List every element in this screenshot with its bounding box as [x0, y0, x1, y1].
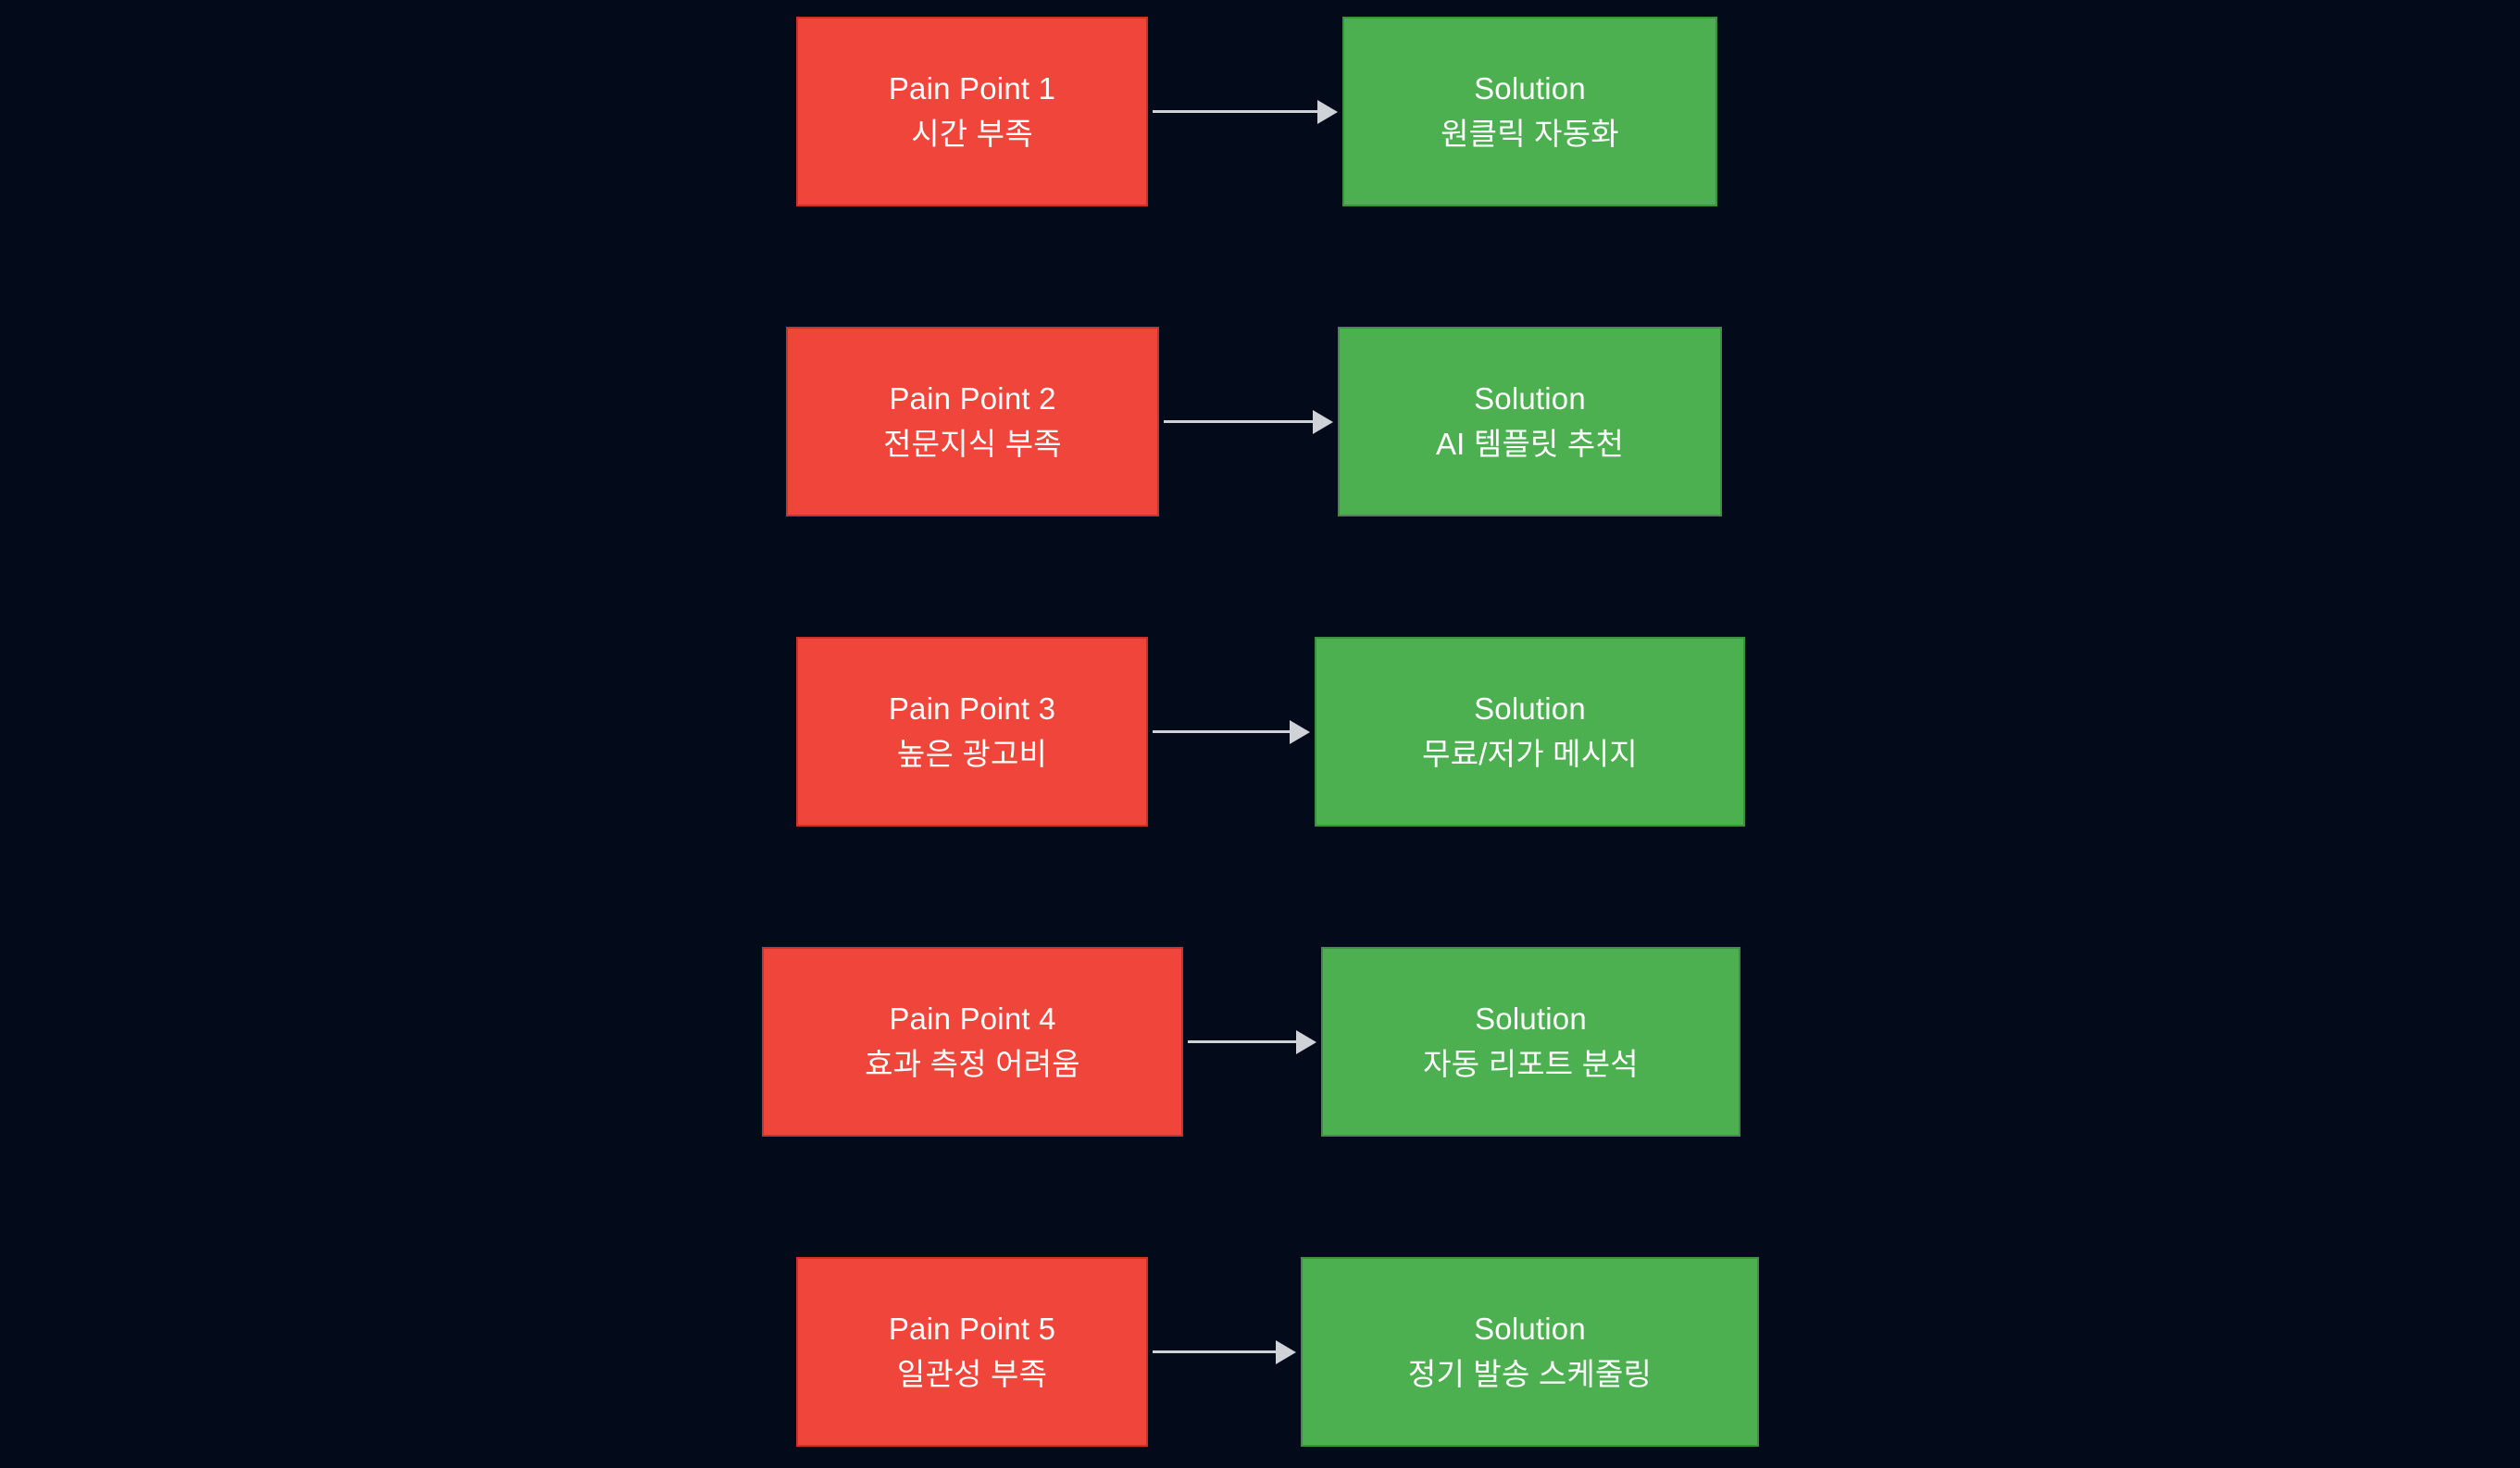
- flow-arrow-3: [1153, 720, 1310, 744]
- flow-arrow-5: [1153, 1340, 1296, 1364]
- solution-node-4[interactable]: Solution 자동 리포트 분석: [1321, 947, 1740, 1137]
- solution-title: Solution: [1474, 1312, 1586, 1347]
- flow-arrow-2: [1164, 410, 1333, 434]
- pain-point-node-5[interactable]: Pain Point 5 일관성 부족: [796, 1257, 1148, 1447]
- solution-detail: AI 템플릿 추천: [1435, 426, 1625, 461]
- flow-arrow-4: [1188, 1030, 1316, 1054]
- pain-solution-row: Pain Point 1 시간 부족 Solution 원클릭 자동화: [0, 17, 2520, 211]
- arrow-head-icon: [1296, 1030, 1316, 1054]
- arrow-shaft: [1164, 420, 1315, 423]
- pain-point-node-3[interactable]: Pain Point 3 높은 광고비: [796, 637, 1148, 827]
- solution-detail: 자동 리포트 분석: [1423, 1046, 1639, 1081]
- pain-point-title: Pain Point 1: [888, 71, 1056, 106]
- arrow-head-icon: [1317, 100, 1338, 124]
- pain-solution-row: Pain Point 3 높은 광고비 Solution 무료/저가 메시지: [0, 637, 2520, 831]
- pain-point-node-1[interactable]: Pain Point 1 시간 부족: [796, 17, 1148, 206]
- pain-point-title: Pain Point 4: [889, 1001, 1056, 1037]
- solution-title: Solution: [1475, 1001, 1587, 1037]
- pain-point-title: Pain Point 5: [888, 1312, 1056, 1347]
- arrow-head-icon: [1313, 410, 1333, 434]
- solution-detail: 정기 발송 스케줄링: [1407, 1356, 1653, 1391]
- solution-title: Solution: [1474, 71, 1586, 106]
- flow-arrow-1: [1153, 100, 1338, 124]
- arrow-head-icon: [1276, 1340, 1296, 1364]
- pain-solution-row: Pain Point 2 전문지식 부족 Solution AI 템플릿 추천: [0, 327, 2520, 521]
- solution-node-3[interactable]: Solution 무료/저가 메시지: [1315, 637, 1745, 827]
- pain-point-title: Pain Point 2: [889, 381, 1056, 417]
- solution-node-1[interactable]: Solution 원클릭 자동화: [1342, 17, 1717, 206]
- solution-detail: 무료/저가 메시지: [1422, 736, 1638, 771]
- arrow-shaft: [1153, 730, 1291, 733]
- pain-point-node-4[interactable]: Pain Point 4 효과 측정 어려움: [762, 947, 1183, 1137]
- pain-point-detail: 시간 부족: [911, 116, 1033, 151]
- pain-point-detail: 일관성 부족: [896, 1356, 1048, 1391]
- solution-title: Solution: [1474, 381, 1586, 417]
- pain-point-title: Pain Point 3: [888, 691, 1056, 727]
- pain-solution-row: Pain Point 5 일관성 부족 Solution 정기 발송 스케줄링: [0, 1257, 2520, 1451]
- solution-node-2[interactable]: Solution AI 템플릿 추천: [1338, 327, 1722, 516]
- arrow-shaft: [1153, 1350, 1278, 1353]
- pain-point-detail: 높은 광고비: [896, 736, 1048, 771]
- solution-detail: 원클릭 자동화: [1441, 116, 1619, 151]
- arrow-shaft: [1188, 1040, 1298, 1043]
- pain-point-detail: 효과 측정 어려움: [865, 1046, 1080, 1081]
- pain-solution-row: Pain Point 4 효과 측정 어려움 Solution 자동 리포트 분석: [0, 947, 2520, 1141]
- arrow-head-icon: [1290, 720, 1310, 744]
- pain-point-detail: 전문지식 부족: [883, 426, 1062, 461]
- pain-point-node-2[interactable]: Pain Point 2 전문지식 부족: [786, 327, 1159, 516]
- solution-node-5[interactable]: Solution 정기 발송 스케줄링: [1301, 1257, 1759, 1447]
- solution-title: Solution: [1474, 691, 1586, 727]
- arrow-shaft: [1153, 110, 1319, 113]
